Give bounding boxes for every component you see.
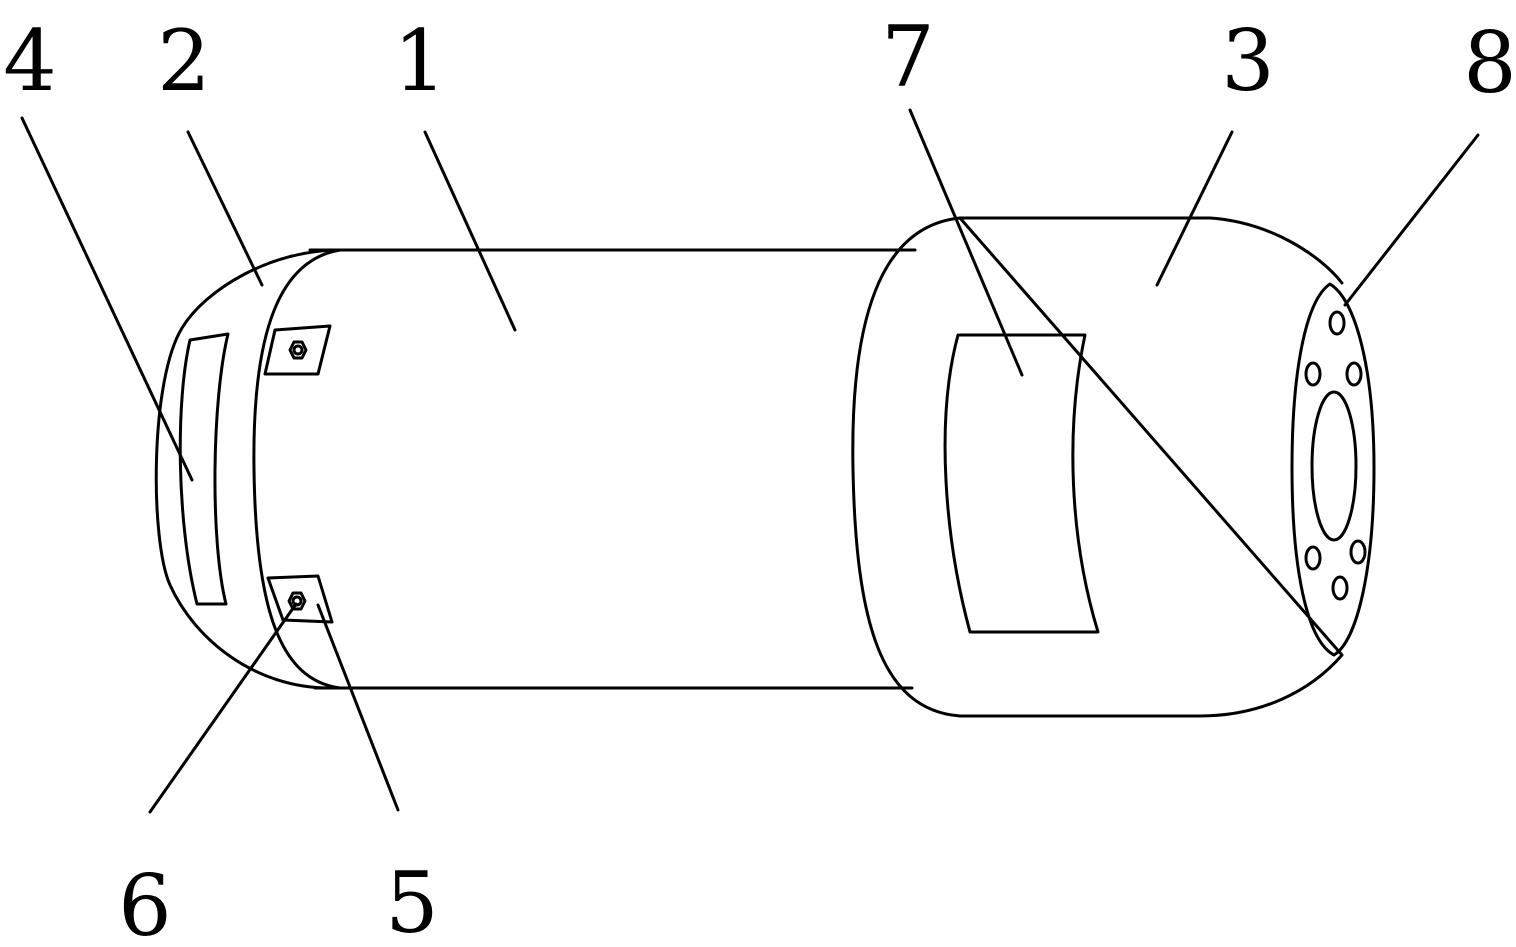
leader-7 bbox=[908, 108, 1024, 377]
main-body bbox=[308, 248, 917, 690]
end-face-hole-3 bbox=[1345, 361, 1363, 387]
label-6: 6 bbox=[118, 857, 171, 947]
label-5: 5 bbox=[385, 854, 438, 947]
housing-window bbox=[943, 333, 1100, 634]
upper-bolt-hexagon bbox=[288, 340, 308, 360]
label-8: 8 bbox=[1463, 14, 1516, 112]
right-housing bbox=[851, 216, 1376, 718]
leader-3 bbox=[1155, 130, 1234, 287]
right-housing-outline bbox=[851, 216, 1344, 718]
label-7: 7 bbox=[881, 8, 934, 106]
end-face-hole-4 bbox=[1304, 545, 1322, 571]
end-face-center-opening bbox=[1310, 390, 1358, 542]
leader-2 bbox=[186, 130, 264, 287]
lower-bracket-plate bbox=[266, 574, 334, 624]
end-face-hole-1 bbox=[1328, 310, 1346, 336]
upper-bolt-core bbox=[292, 344, 304, 356]
leader-4 bbox=[20, 116, 194, 482]
label-1: 1 bbox=[393, 12, 446, 110]
leader-1 bbox=[423, 130, 517, 332]
label-2: 2 bbox=[157, 12, 210, 110]
leader-5 bbox=[316, 603, 400, 812]
upper-bracket bbox=[263, 324, 332, 376]
left-window-outline bbox=[178, 332, 230, 606]
end-face-hole-6 bbox=[1331, 575, 1349, 601]
left-end-cap bbox=[154, 248, 342, 690]
leader-lines bbox=[20, 108, 1480, 814]
lower-bolt-hexagon bbox=[287, 591, 307, 611]
leader-8 bbox=[1343, 133, 1480, 307]
end-face-hole-5 bbox=[1349, 539, 1367, 565]
left-cap-outer-contour bbox=[154, 248, 342, 690]
left-window bbox=[178, 332, 230, 606]
upper-bracket-plate bbox=[263, 324, 332, 376]
leader-6 bbox=[148, 602, 298, 814]
end-face-disc bbox=[1290, 282, 1376, 657]
end-face-hole-2 bbox=[1304, 361, 1322, 387]
label-3: 3 bbox=[1221, 12, 1274, 110]
label-4: 4 bbox=[3, 12, 56, 110]
left-cap-inner-contour bbox=[252, 248, 342, 690]
reference-numerals: 4 2 1 7 3 8 6 5 bbox=[3, 8, 1516, 947]
